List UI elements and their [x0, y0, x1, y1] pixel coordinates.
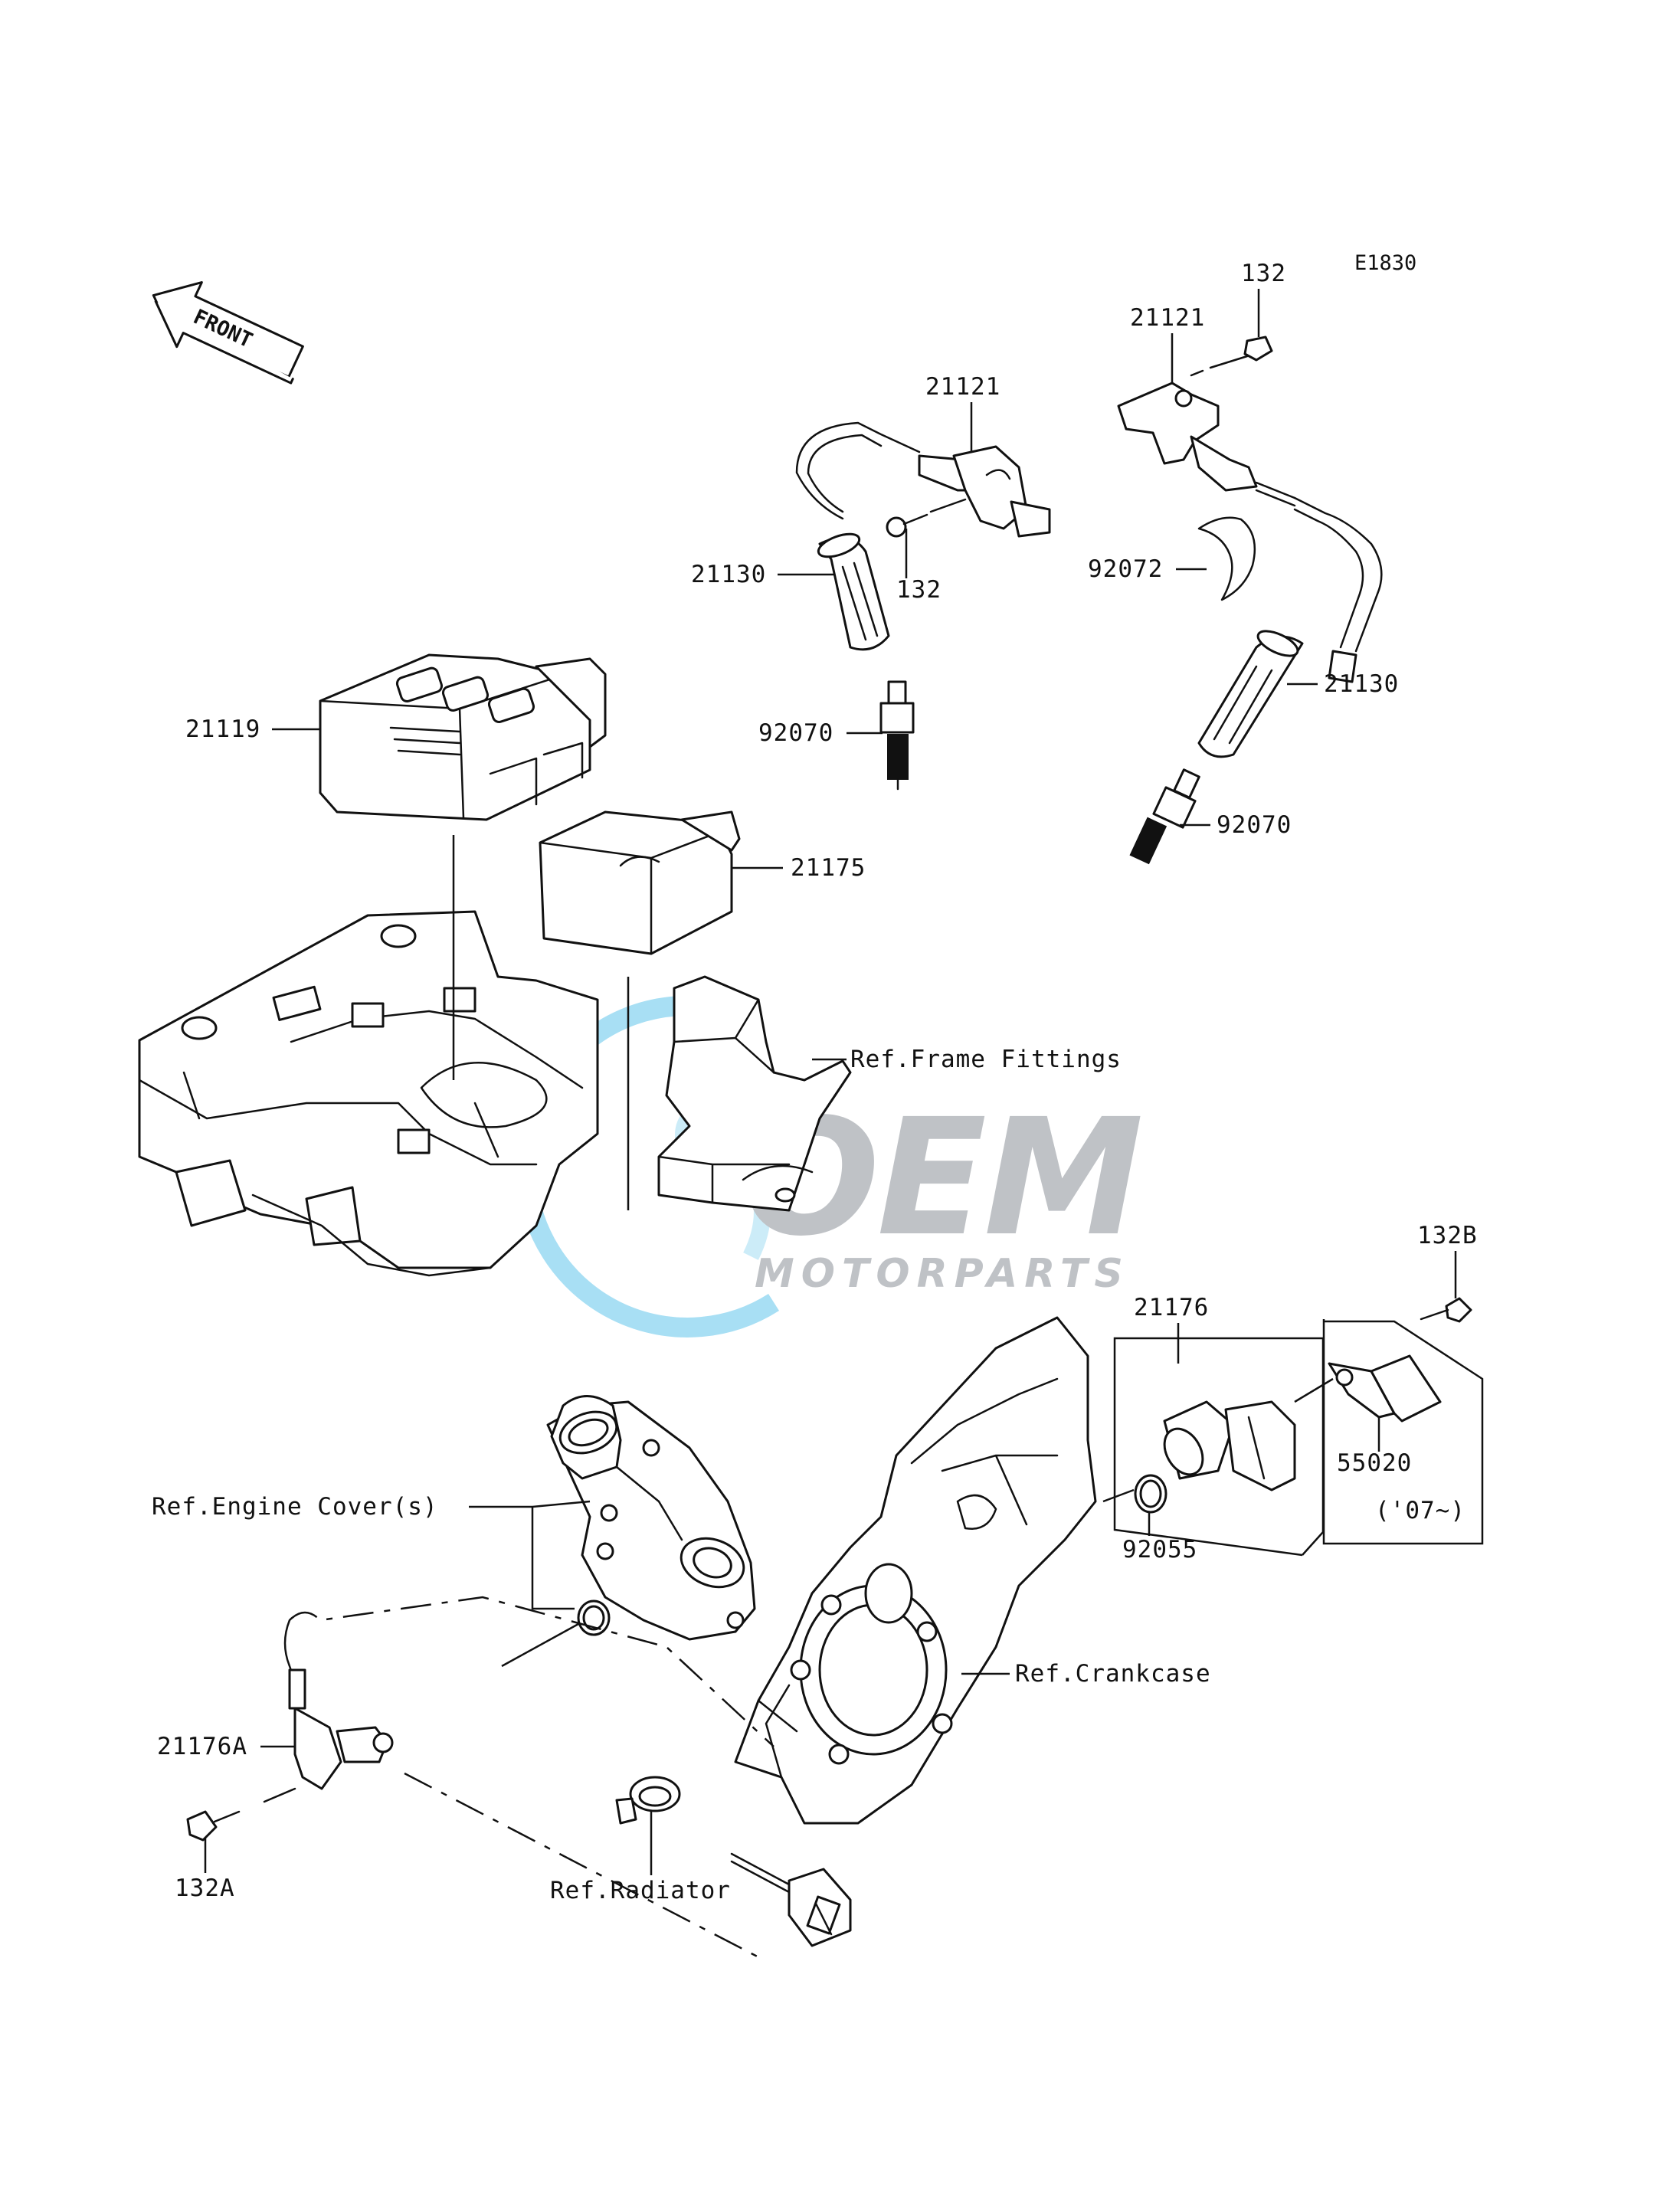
callout-ecu: 21119	[185, 715, 260, 743]
crank-position-sensor	[1163, 1400, 1296, 1491]
watermark-sub: MOTORPARTS	[755, 1251, 1130, 1297]
callout-cap-front: 21130	[691, 561, 766, 588]
callout-clamp: 92072	[1088, 555, 1163, 583]
sensor-connector	[730, 1852, 852, 1947]
callout-relay: 21175	[791, 854, 866, 882]
relay-unit	[539, 810, 741, 955]
callout-oring: 92055	[1122, 1536, 1197, 1563]
ecu-unit	[319, 653, 607, 821]
callout-plate-note: ('07~)	[1375, 1497, 1465, 1524]
bolt-coil-front	[886, 498, 967, 538]
ref-crankcase: Ref.Crankcase	[1015, 1660, 1211, 1688]
callout-coil-front: 21121	[925, 373, 1000, 401]
plug-cap-front	[817, 532, 890, 651]
radiator-clamp	[615, 1776, 681, 1825]
spark-plug-rear	[1129, 768, 1200, 865]
sensor-a	[283, 1619, 394, 1790]
ref-radiator: Ref.Radiator	[550, 1877, 731, 1904]
crankcase	[734, 1316, 1097, 1825]
sensor-oring	[1134, 1474, 1167, 1514]
cover-oring	[577, 1599, 611, 1636]
engine-cover	[546, 1395, 756, 1641]
plug-cap-rear	[1197, 630, 1304, 758]
callout-bolt-b: 132B	[1417, 1222, 1478, 1249]
spark-plug-front	[879, 680, 915, 791]
callout-bolt-coil-rear: 132	[1241, 260, 1286, 287]
callout-bolt-a: 132A	[175, 1874, 235, 1902]
ref-engine-cover: Ref.Engine Cover(s)	[152, 1493, 438, 1521]
ignition-coil-rear	[1117, 381, 1383, 683]
callout-sensor: 21176	[1134, 1294, 1209, 1321]
ecu-tray-bracket	[138, 910, 599, 1277]
callout-bolt-coil-front: 132	[896, 576, 942, 604]
callout-coil-rear: 21121	[1130, 304, 1205, 332]
sensor-plate	[1328, 1354, 1442, 1423]
callout-plate: 55020	[1337, 1449, 1412, 1477]
bolt-coil-rear	[1190, 336, 1273, 377]
callout-cap-rear: 21130	[1324, 670, 1399, 698]
callout-plug-front: 92070	[758, 719, 833, 747]
ref-frame-fittings: Ref.Frame Fittings	[850, 1046, 1122, 1073]
diagram-code: E1830	[1354, 251, 1416, 275]
frame-fitting-bracket	[657, 975, 852, 1212]
hose-clamp	[1197, 516, 1256, 601]
front-arrow-icon: FRONT	[152, 281, 304, 385]
callout-sensor-a: 21176A	[157, 1733, 247, 1760]
bolt-b	[1420, 1297, 1472, 1323]
ignition-coil-front	[795, 421, 1051, 538]
bolt-a	[186, 1787, 296, 1842]
callout-plug-rear: 92070	[1217, 811, 1292, 839]
